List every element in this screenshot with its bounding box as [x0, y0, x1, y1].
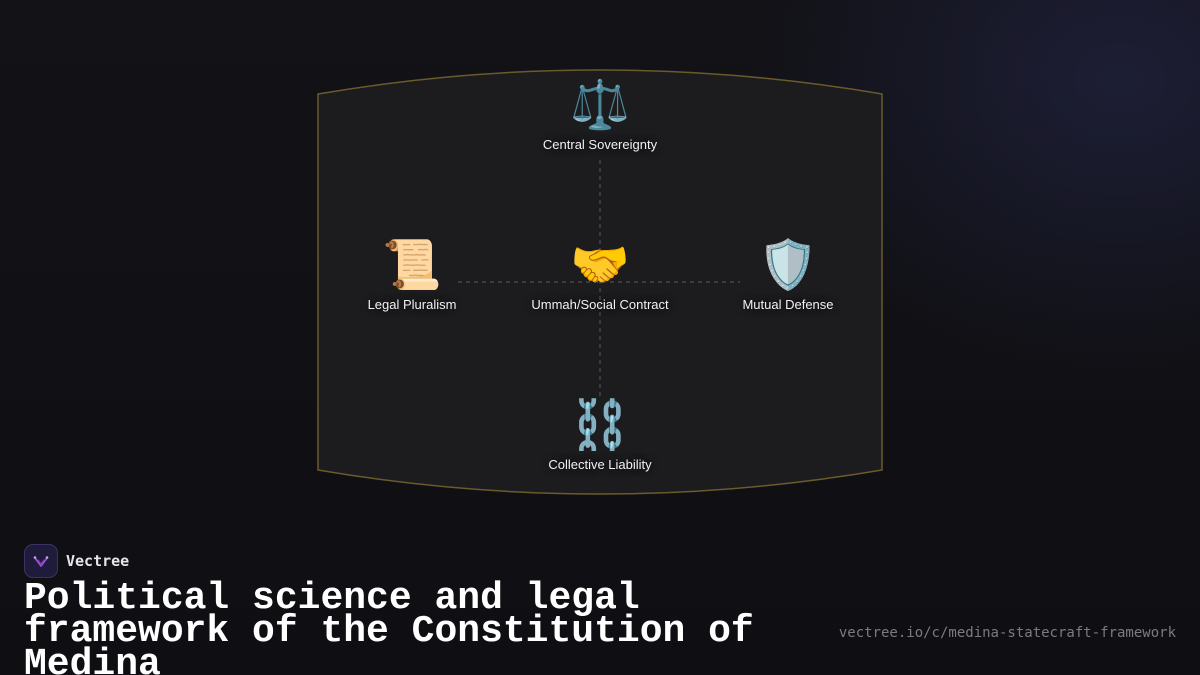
node-legal-pluralism: 📜 Legal Pluralism [312, 237, 512, 312]
node-ummah-social-contract: 🤝 Ummah/Social Contract [500, 237, 700, 312]
node-label: Collective Liability [548, 457, 652, 472]
page-title: Political science and legal framework of… [24, 577, 754, 675]
brand-name: Vectree [66, 552, 130, 570]
shield-icon: 🛡️ [758, 237, 818, 293]
chains-icon: ⛓️ [570, 397, 630, 453]
vectree-logo-icon [24, 544, 58, 578]
node-label: Legal Pluralism [367, 297, 457, 312]
scroll-icon: 📜 [382, 237, 442, 293]
node-label: Mutual Defense [742, 297, 834, 312]
node-label: Central Sovereignty [542, 137, 658, 152]
brand[interactable]: Vectree [24, 544, 129, 578]
scales-icon: ⚖️ [570, 77, 630, 133]
node-collective-liability: ⛓️ Collective Liability [500, 397, 700, 472]
handshake-icon: 🤝 [570, 237, 630, 293]
node-central-sovereignty: ⚖️ Central Sovereignty [500, 77, 700, 152]
node-label: Ummah/Social Contract [531, 297, 669, 312]
node-mutual-defense: 🛡️ Mutual Defense [688, 237, 888, 312]
page-url[interactable]: vectree.io/c/medina-statecraft-framework [838, 625, 1176, 641]
